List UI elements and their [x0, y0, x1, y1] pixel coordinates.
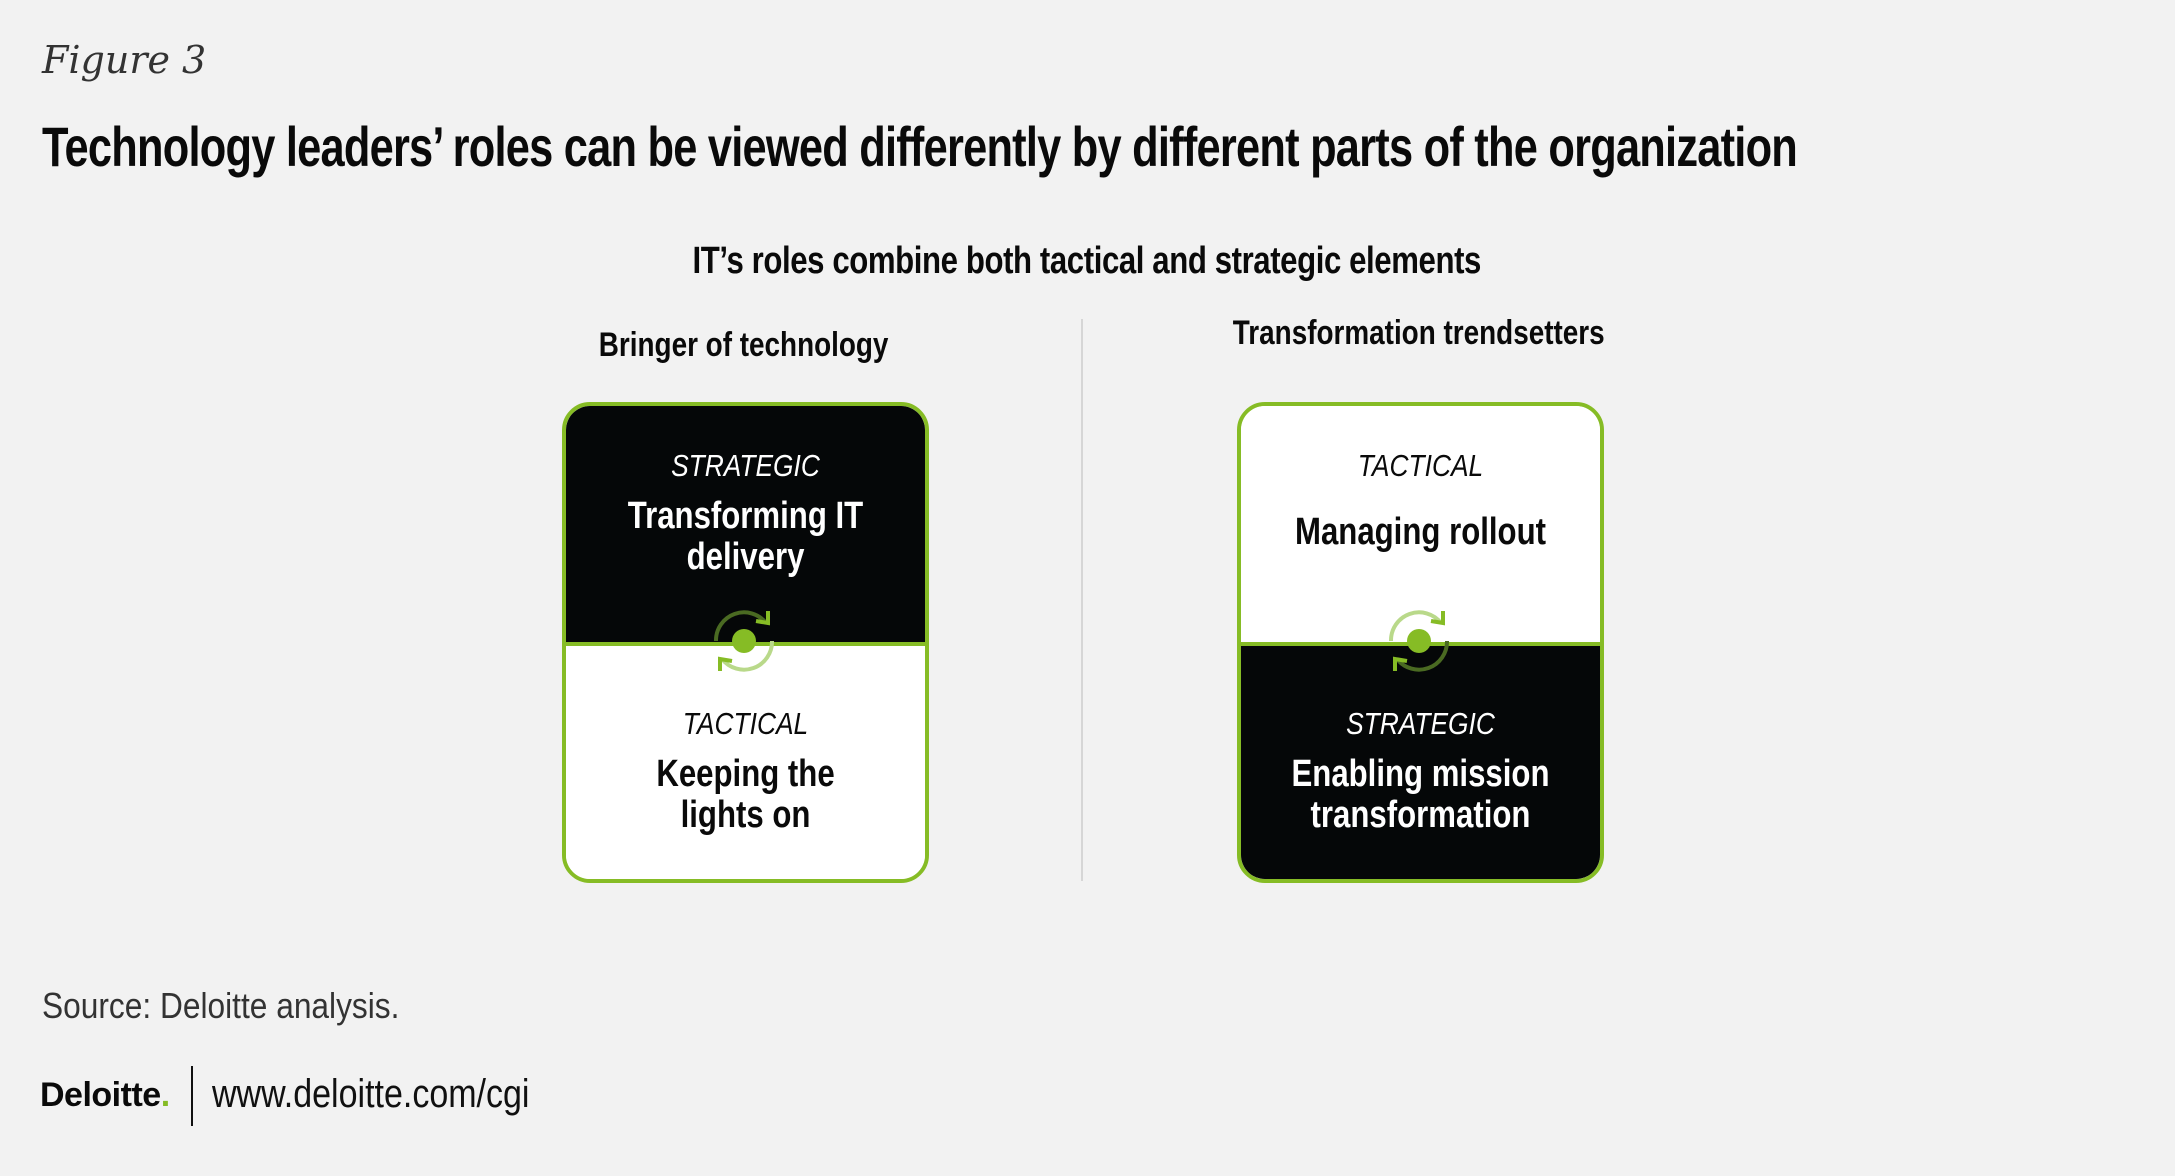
card-text-line: lights on [680, 794, 811, 836]
card-top-tactical: TACTICAL Managing rollout [1241, 406, 1600, 642]
source-note: Source: Deloitte analysis. [42, 985, 400, 1026]
card-text-line: Transforming IT [627, 495, 864, 537]
column-heading-left: Bringer of technology [494, 326, 994, 365]
deloitte-logo: Deloitte. [40, 1076, 170, 1115]
cycle-arrows-icon [713, 610, 775, 672]
cycle-arrows-icon [1388, 610, 1450, 672]
card-text-line: Keeping the [656, 753, 835, 795]
subtitle: IT’s roles combine both tactical and str… [692, 240, 1481, 282]
column-divider [1081, 319, 1083, 881]
logo-text: Deloitte [40, 1076, 161, 1114]
card-bottom-strategic: STRATEGIC Enabling mission transformatio… [1241, 642, 1600, 879]
card-top-strategic: STRATEGIC Transforming IT delivery [566, 406, 925, 642]
card-text-line: Enabling mission [1291, 753, 1550, 795]
column-heading-right: Transformation trendsetters [1169, 314, 1669, 353]
card-label: TACTICAL [1357, 448, 1484, 483]
subtitle-wrap: IT’s roles combine both tactical and str… [0, 240, 2175, 283]
card-text-line: transformation [1310, 794, 1531, 836]
card-label: STRATEGIC [671, 448, 820, 483]
card-text-line: Managing rollout [1295, 511, 1546, 553]
figure-label: Figure 3 [42, 38, 207, 82]
card-bottom-tactical: TACTICAL Keeping the lights on [566, 642, 925, 879]
card-label: TACTICAL [682, 706, 809, 741]
page-title: Technology leaders’ roles can be viewed … [42, 115, 1798, 178]
logo-dot: . [160, 1076, 170, 1114]
role-card-bringer: STRATEGIC Transforming IT delivery TACTI… [562, 402, 929, 883]
footer-url: www.deloitte.com/cgi [212, 1072, 530, 1116]
card-text-line: delivery [686, 536, 805, 578]
footer-divider [191, 1066, 193, 1126]
column-heading-text: Transformation trendsetters [1233, 314, 1605, 352]
column-heading-text: Bringer of technology [599, 326, 889, 364]
card-label: STRATEGIC [1346, 706, 1495, 741]
